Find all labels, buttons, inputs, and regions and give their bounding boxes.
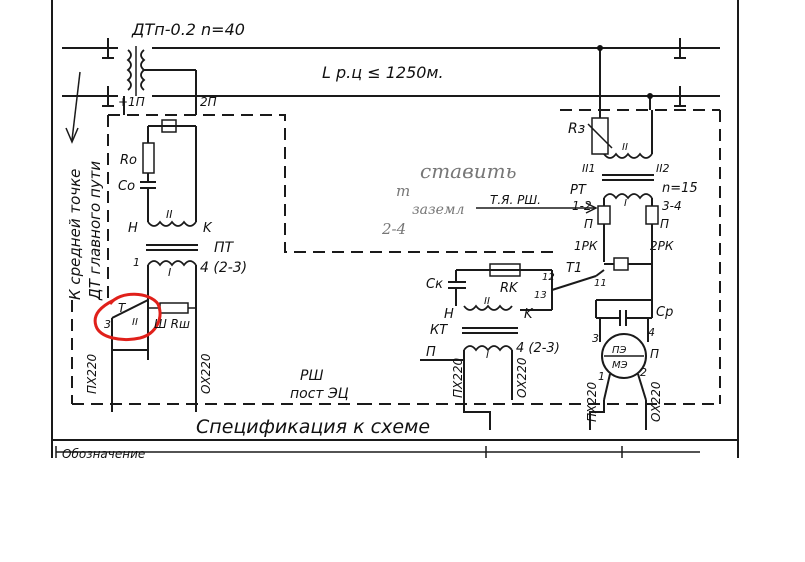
cp-capacitor (596, 310, 652, 342)
motor-pin-4: 4 (648, 326, 655, 339)
tya-label: Т.Я. РШ. (490, 193, 541, 207)
pin-1-label: 1 (133, 256, 140, 269)
px-ox-left-terminals (111, 390, 197, 412)
vertical-note-1: К средней точке (66, 169, 84, 300)
track-relay-contacts (111, 299, 196, 390)
rt-winding-ii: II (622, 142, 628, 153)
rk2-label: 2РК (650, 239, 674, 253)
red-annotation-circle (93, 292, 162, 341)
table-header: Обозначение (62, 447, 145, 461)
t1-label: T1 (566, 261, 582, 276)
motor-pin-2: 2 (640, 366, 647, 379)
spec-title: Спецификация к схеме (196, 416, 430, 438)
spec-table-lines (55, 446, 623, 458)
relay-box-left (71, 109, 721, 405)
ox220-mid: ОХ220 (515, 357, 529, 398)
kt-winding-i: I (486, 350, 489, 361)
rail-lines (62, 38, 720, 107)
kt-transformer (420, 304, 518, 400)
motor-pin-3: 3 (592, 332, 599, 345)
c13-label: 13 (534, 290, 547, 301)
rk1-label: 1РК (574, 239, 598, 253)
p-left-label: П (584, 217, 593, 231)
t-contact-label: T (118, 301, 127, 315)
motor-symbol (601, 333, 647, 401)
handwritten-note-3: заземл (412, 202, 464, 218)
c12-label: 12 (542, 272, 555, 283)
kt-p-label: П (426, 345, 436, 360)
kt-winding-ii: II (484, 296, 490, 307)
rk-ck-circuit (448, 236, 653, 318)
page-frame (51, 0, 739, 458)
ii1-label: II1 (582, 162, 596, 175)
px220-mid: ПХ220 (451, 357, 465, 398)
rz-label: Rз (568, 121, 585, 137)
cp-label: Ср (656, 305, 673, 320)
h-left-label: H (128, 221, 138, 236)
sh-rsh-label: Ш Rш (154, 317, 190, 331)
pt-pins-label: 4 (2-3) (200, 260, 247, 276)
rsh-title: РШ (300, 368, 323, 384)
handwritten-note-1: ставить (420, 159, 516, 183)
kt-label: КТ (430, 323, 448, 338)
ck-label: Ск (426, 277, 443, 292)
arrow-to-midpoint (65, 71, 81, 144)
rk-label: RK (500, 281, 519, 296)
ox220-right: ОХ220 (649, 381, 663, 422)
fuse-block (140, 119, 197, 222)
winding-i-left: I (168, 266, 171, 279)
k-left-label: K (203, 221, 213, 236)
handwritten-note-4: 2-4 (381, 220, 406, 238)
pt-right-label: РТ (570, 183, 587, 198)
terminal-2p-label: 2П (200, 95, 217, 109)
pt-left-label: ПТ (214, 240, 235, 256)
pe-label: ПЭ (612, 345, 627, 356)
rail-connectors (597, 45, 653, 110)
rt-transformer (587, 110, 659, 236)
motor-p-label: П (650, 347, 659, 361)
h-mid-label: H (444, 307, 454, 322)
motor-pin-1: 1 (598, 370, 605, 383)
p-right-label: П (660, 217, 669, 231)
handwritten-note-2: т (396, 182, 410, 200)
kt-pins-label: 4 (2-3) (516, 341, 560, 356)
ii2-label: II2 (656, 162, 670, 175)
co-label: Co (118, 179, 135, 194)
line-length-label: L р.ц ≤ 1250м. (322, 63, 444, 82)
vertical-note-2: ДТ главного пути (86, 161, 104, 301)
pt-transformer (146, 220, 198, 390)
px220-right: ПХ220 (585, 381, 599, 422)
dt-transformer (123, 46, 197, 115)
pin-3-label: 3 (104, 318, 111, 331)
c11-label: 11 (594, 278, 607, 289)
ox220-left: ОХ220 (199, 353, 213, 394)
px220-left: ПХ220 (85, 353, 99, 394)
k-mid-label: K (524, 307, 534, 322)
me-label: МЭ (612, 360, 628, 371)
ro-label: Ro (120, 153, 137, 168)
tya-arrow (476, 202, 598, 214)
dt-label: ДТп-0.2 n=40 (131, 20, 245, 39)
terminal-1p-label: +1П (118, 95, 145, 109)
r34-label: 3-4 (662, 199, 682, 213)
n15-label: n=15 (662, 181, 698, 196)
roman-ii-label: II (132, 317, 138, 328)
px-ox-mid-right (463, 400, 647, 430)
winding-ii-left: II (166, 208, 173, 221)
r12-label: 1-2 (572, 199, 592, 213)
rsh-subtitle: пост ЭЦ (290, 386, 349, 402)
rt-winding-i: I (624, 198, 627, 209)
